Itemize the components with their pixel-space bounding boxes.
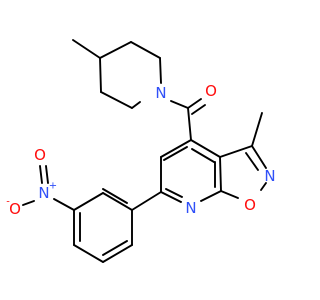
bond-pip-1 [99, 41, 132, 59]
charge-o-nitro-single: - [6, 197, 10, 208]
bond-c4-c5-inner [163, 146, 188, 161]
atom-o-isoxazole: O [244, 196, 256, 214]
molecule-structure: N O N N O N + O O - [6, 39, 276, 263]
bond-c6-n7 [160, 191, 182, 203]
bond-c3a-c4-inner [191, 148, 215, 163]
bond-pip-5 [100, 91, 133, 109]
bond-ph-2 [73, 192, 104, 211]
bond-ph-5 [102, 244, 133, 263]
bond-methyl-piperidine [72, 39, 101, 59]
atom-n-piperidine: N [155, 84, 166, 102]
bond-o1-c7a [220, 190, 239, 199]
atom-n-pyridine: N [185, 199, 196, 217]
bond-methyl-isoxazole [251, 112, 263, 147]
bond-nitro-double-b [45, 165, 49, 184]
bond-c6-n7-inner [165, 188, 183, 198]
bond-ph-5-inner [102, 240, 128, 256]
bond-c3-n2-inner [245, 152, 259, 171]
bond-c4-c5 [160, 139, 192, 158]
atom-o-carbonyl: O [205, 82, 217, 100]
atom-n-nitro: N [38, 184, 49, 202]
bond-pip-3 [159, 57, 162, 84]
bond-ph-nitro [53, 198, 75, 211]
bond-c6-phenyl [131, 191, 162, 211]
bond-carbonyl-double-b [191, 104, 206, 115]
bond-n-carbonyl [170, 100, 189, 109]
atom-label-layer: N O N N O N + O O - [6, 82, 275, 218]
bond-pip-2 [130, 41, 161, 59]
bond-ph-4 [73, 244, 104, 263]
bond-carbonyl-c4 [187, 107, 192, 141]
bond-ph-1-inner [102, 188, 128, 204]
atom-n-isoxazole: N [264, 167, 275, 185]
bond-c3a-c3 [219, 145, 253, 158]
bond-pip-4 [131, 101, 141, 109]
bond-n2-o1 [260, 182, 267, 191]
bond-c3a-c4 [190, 139, 221, 158]
atom-o-nitro-single: O [9, 200, 21, 218]
atom-o-nitro-double: O [34, 146, 46, 164]
bond-nitro-single [22, 200, 35, 206]
bond-layer [22, 39, 267, 263]
bond-nitro-double-a [39, 165, 43, 184]
charge-n-nitro: + [49, 181, 57, 192]
bond-ph-1 [102, 192, 133, 211]
bond-c7a-c3a [219, 156, 222, 192]
bond-c3-n2 [251, 145, 267, 169]
bond-pip-6 [99, 57, 102, 93]
bond-carbonyl-double-a [187, 98, 202, 109]
bond-n7-c7a [200, 190, 222, 202]
